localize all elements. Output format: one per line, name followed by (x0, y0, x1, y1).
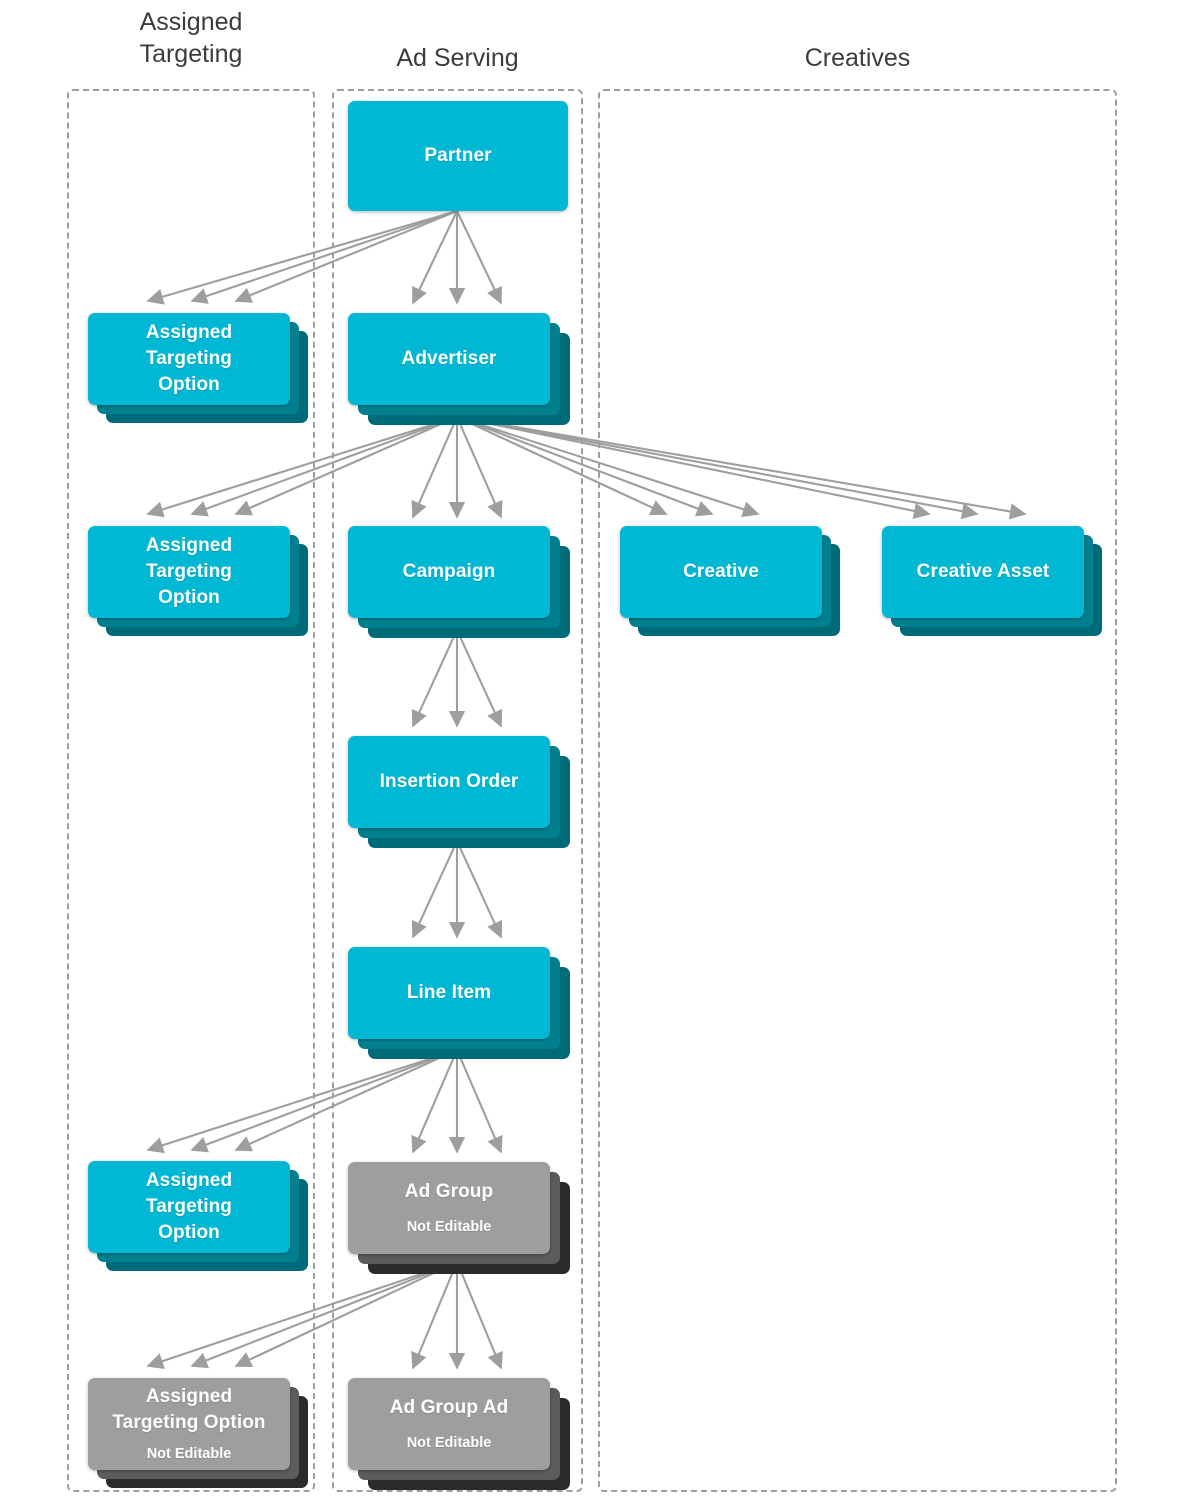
title-line-1: Assigned (145, 321, 233, 343)
node-partner-card[interactable]: Partner (348, 101, 568, 211)
node-assigned-targeting-option-partner-title: Assigned Targeting Option (146, 320, 232, 399)
title-line-2: Targeting (145, 1195, 233, 1217)
node-ad-group-card[interactable]: Ad Group Not Editable (348, 1162, 550, 1254)
title-line-2: Targeting Option (112, 1412, 266, 1434)
node-campaign[interactable]: Campaign (348, 526, 570, 638)
node-creative-asset-title: Creative Asset (916, 560, 1050, 582)
title-line-2: Targeting (145, 347, 233, 369)
node-insertion-order-card[interactable]: Insertion Order (348, 736, 550, 828)
node-campaign-card[interactable]: Campaign (348, 526, 550, 618)
node-advertiser-card[interactable]: Advertiser (348, 313, 550, 405)
node-assigned-targeting-option-ad-group-not-editable-label: Not Editable (146, 1446, 232, 1463)
column-header-line-1: Assigned (139, 8, 243, 36)
title-line-1: Assigned (145, 534, 233, 556)
column-header-creatives: Creatives (804, 44, 911, 72)
column-group-assigned-targeting (67, 89, 315, 1492)
node-assigned-targeting-option-advertiser-title: Assigned Targeting Option (146, 533, 232, 612)
node-insertion-order-title: Insertion Order (379, 770, 519, 792)
node-assigned-targeting-option-partner-card[interactable]: Assigned Targeting Option (88, 313, 290, 405)
node-creative[interactable]: Creative (620, 526, 840, 636)
node-ad-group-not-editable-label: Not Editable (406, 1219, 492, 1236)
title-line-3: Option (158, 374, 220, 396)
column-group-ad-serving (332, 89, 583, 1492)
node-insertion-order[interactable]: Insertion Order (348, 736, 570, 848)
node-line-item[interactable]: Line Item (348, 947, 570, 1059)
node-ad-group-ad-card[interactable]: Ad Group Ad Not Editable (348, 1378, 550, 1470)
node-assigned-targeting-option-line-item[interactable]: Assigned Targeting Option (88, 1161, 308, 1271)
node-assigned-targeting-option-advertiser[interactable]: Assigned Targeting Option (88, 526, 308, 636)
node-partner[interactable]: Partner (348, 101, 568, 211)
node-advertiser[interactable]: Advertiser (348, 313, 570, 425)
title-line-2: Targeting (145, 560, 233, 582)
node-advertiser-title: Advertiser (401, 347, 497, 369)
node-assigned-targeting-option-line-item-card[interactable]: Assigned Targeting Option (88, 1161, 290, 1253)
node-campaign-title: Campaign (402, 560, 496, 582)
node-creative-title: Creative (683, 560, 759, 582)
node-ad-group-ad-not-editable-label: Not Editable (406, 1435, 492, 1452)
node-creative-asset-card[interactable]: Creative Asset (882, 526, 1084, 618)
node-line-item-title: Line Item (406, 981, 492, 1003)
node-line-item-card[interactable]: Line Item (348, 947, 550, 1039)
node-assigned-targeting-option-ad-group[interactable]: Assigned Targeting Option Not Editable (88, 1378, 308, 1488)
node-ad-group-title: Ad Group (404, 1180, 494, 1202)
column-header-assigned-targeting: Assigned Targeting (67, 6, 315, 70)
title-line-1: Assigned (145, 1169, 233, 1191)
node-assigned-targeting-option-advertiser-card[interactable]: Assigned Targeting Option (88, 526, 290, 618)
node-ad-group-ad-title: Ad Group Ad (389, 1396, 509, 1418)
node-assigned-targeting-option-line-item-title: Assigned Targeting Option (146, 1168, 232, 1247)
column-header-ad-serving: Ad Serving (396, 44, 519, 72)
node-partner-title: Partner (424, 144, 492, 166)
column-group-creatives (598, 89, 1117, 1492)
node-assigned-targeting-option-ad-group-title: Assigned Targeting Option (112, 1384, 265, 1436)
node-ad-group-ad[interactable]: Ad Group Ad Not Editable (348, 1378, 570, 1490)
node-assigned-targeting-option-partner[interactable]: Assigned Targeting Option (88, 313, 308, 423)
title-line-3: Option (158, 1222, 220, 1244)
node-creative-asset[interactable]: Creative Asset (882, 526, 1102, 636)
title-line-1: Assigned (145, 1385, 233, 1407)
node-creative-card[interactable]: Creative (620, 526, 822, 618)
node-assigned-targeting-option-ad-group-card[interactable]: Assigned Targeting Option Not Editable (88, 1378, 290, 1470)
node-ad-group[interactable]: Ad Group Not Editable (348, 1162, 570, 1274)
title-line-3: Option (158, 587, 220, 609)
column-header-line-2: Targeting (139, 40, 243, 68)
